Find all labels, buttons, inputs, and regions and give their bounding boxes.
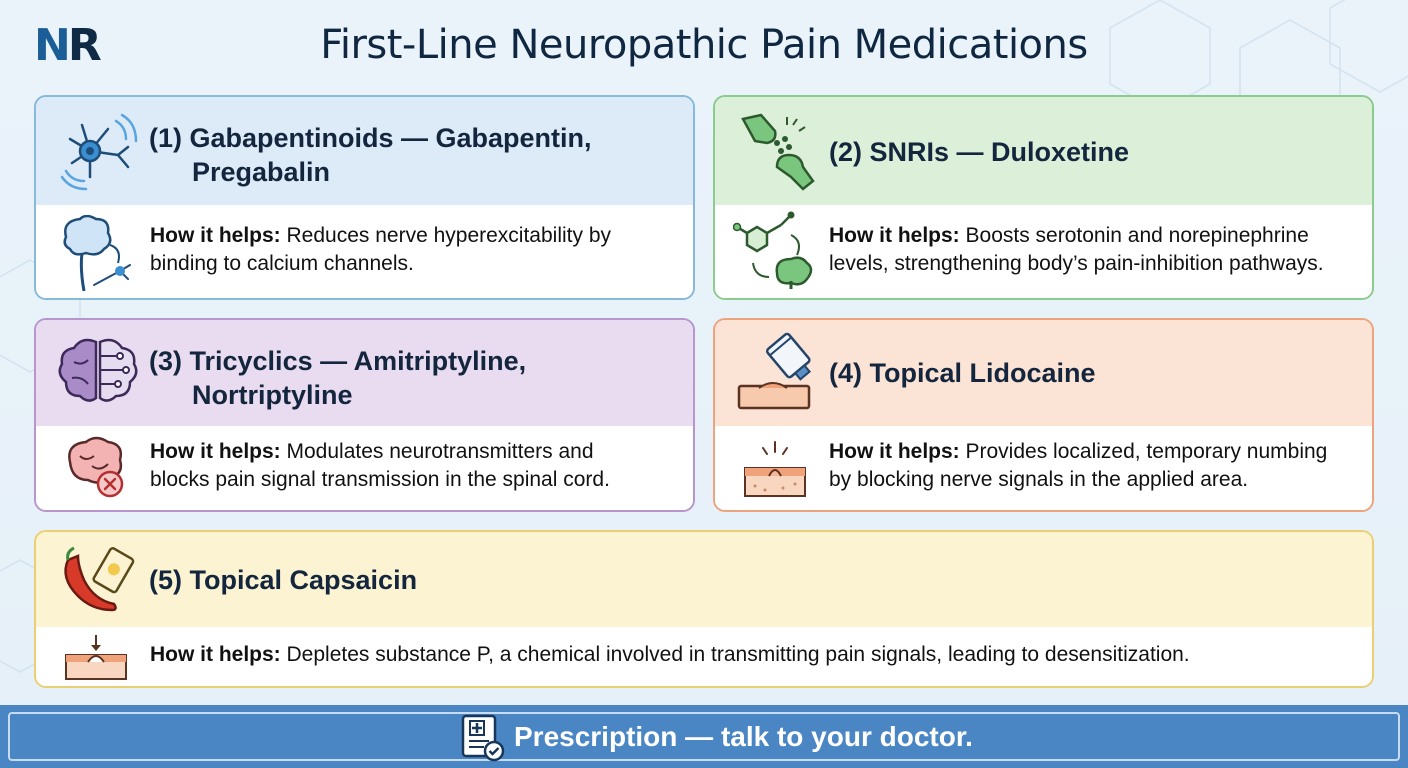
card-title-line2: Nortriptyline	[192, 380, 353, 410]
card-title-line1: (5) Topical Capsaicin	[149, 565, 418, 595]
card-tricyclics: (3) Tricyclics — Amitriptyline, Nortript…	[34, 318, 695, 512]
how-it-helps-text: How it helps: Reduces nerve hyperexcitab…	[150, 222, 611, 278]
how-it-helps-label: How it helps:	[829, 440, 960, 463]
prescription-icon	[461, 714, 505, 762]
how-text-line1: Reduces nerve hyperexcitability by	[280, 224, 612, 247]
skin-numb-icon	[744, 441, 806, 497]
card-header: (3) Tricyclics — Amitriptyline, Nortript…	[36, 320, 693, 426]
how-it-helps-label: How it helps:	[150, 440, 281, 463]
card-title: (2) SNRIs — Duloxetine	[829, 135, 1129, 169]
page-title: First-Line Neuropathic Pain Medications	[320, 22, 1088, 68]
card-body: How it helps: Provides localized, tempor…	[715, 426, 1372, 510]
card-title-line1: (1) Gabapentinoids — Gabapentin,	[149, 123, 592, 153]
card-header: (2) SNRIs — Duloxetine	[715, 97, 1372, 205]
card-header: (5) Topical Capsaicin	[36, 532, 1372, 627]
ointment-tube-icon	[737, 332, 812, 410]
card-title-line1: (4) Topical Lidocaine	[829, 358, 1096, 388]
card-title: (3) Tricyclics — Amitriptyline, Nortript…	[149, 344, 526, 412]
how-text-line1: Modulates neurotransmitters and	[280, 440, 594, 463]
how-text-line2: by blocking nerve signals in the applied…	[829, 468, 1249, 491]
footer-banner: Prescription — talk to your doctor.	[0, 705, 1408, 768]
how-it-helps-text: How it helps: Provides localized, tempor…	[829, 438, 1327, 494]
how-text-line2: blocks pain signal transmission in the s…	[150, 468, 610, 491]
card-body: How it helps: Depletes substance P, a ch…	[36, 627, 1372, 686]
card-title-line1: (3) Tricyclics — Amitriptyline,	[149, 346, 527, 376]
card-header: (1) Gabapentinoids — Gabapentin, Pregaba…	[36, 97, 693, 205]
how-it-helps-text: How it helps: Boosts serotonin and norep…	[829, 222, 1324, 278]
card-body: How it helps: Boosts serotonin and norep…	[715, 205, 1372, 298]
how-it-helps-label: How it helps:	[829, 224, 960, 247]
card-header: (4) Topical Lidocaine	[715, 320, 1372, 426]
how-text-line1: Provides localized, temporary numbing	[959, 440, 1328, 463]
nr-logo: NR	[34, 24, 102, 68]
card-gabapentinoids: (1) Gabapentinoids — Gabapentin, Pregaba…	[34, 95, 695, 300]
card-title: (1) Gabapentinoids — Gabapentin, Pregaba…	[149, 121, 592, 189]
card-topical-capsaicin: (5) Topical Capsaicin How it helps: Depl…	[34, 530, 1374, 688]
footer-frame	[8, 712, 1400, 761]
how-text-line1: Depletes substance P, a chemical involve…	[280, 643, 1190, 666]
card-snris: (2) SNRIs — Duloxetine How it helps: Boo…	[713, 95, 1374, 300]
card-topical-lidocaine: (4) Topical Lidocaine How it helps: Prov…	[713, 318, 1374, 512]
chili-cream-icon	[64, 546, 135, 612]
brain-circuit-icon	[58, 338, 138, 402]
synapse-icon	[741, 113, 815, 191]
card-body: How it helps: Modulates neurotransmitter…	[36, 426, 693, 510]
logo-letter-r: R	[67, 20, 102, 71]
how-text-line1: Boosts serotonin and norepinephrine	[959, 224, 1309, 247]
card-title-line2: Pregabalin	[192, 157, 331, 187]
card-title: (4) Topical Lidocaine	[829, 356, 1096, 390]
molecule-brain-icon	[733, 211, 813, 289]
neuron-icon	[60, 113, 138, 191]
how-it-helps-label: How it helps:	[150, 224, 281, 247]
card-body: How it helps: Reduces nerve hyperexcitab…	[36, 205, 693, 298]
how-it-helps-text: How it helps: Depletes substance P, a ch…	[150, 641, 1190, 669]
card-title-line1: (2) SNRIs — Duloxetine	[829, 137, 1130, 167]
brain-nerve-icon	[63, 215, 131, 292]
how-it-helps-text: How it helps: Modulates neurotransmitter…	[150, 438, 610, 494]
footer-text: Prescription — talk to your doctor.	[514, 721, 973, 752]
card-title: (5) Topical Capsaicin	[149, 563, 417, 597]
how-it-helps-label: How it helps:	[150, 643, 281, 666]
how-text-line2: binding to calcium channels.	[150, 252, 414, 275]
logo-letter-n: N	[34, 20, 71, 71]
skin-arrow-icon	[65, 635, 127, 680]
how-text-line2: levels, strengthening body’s pain-inhibi…	[829, 252, 1324, 275]
brain-block-icon	[68, 436, 124, 498]
